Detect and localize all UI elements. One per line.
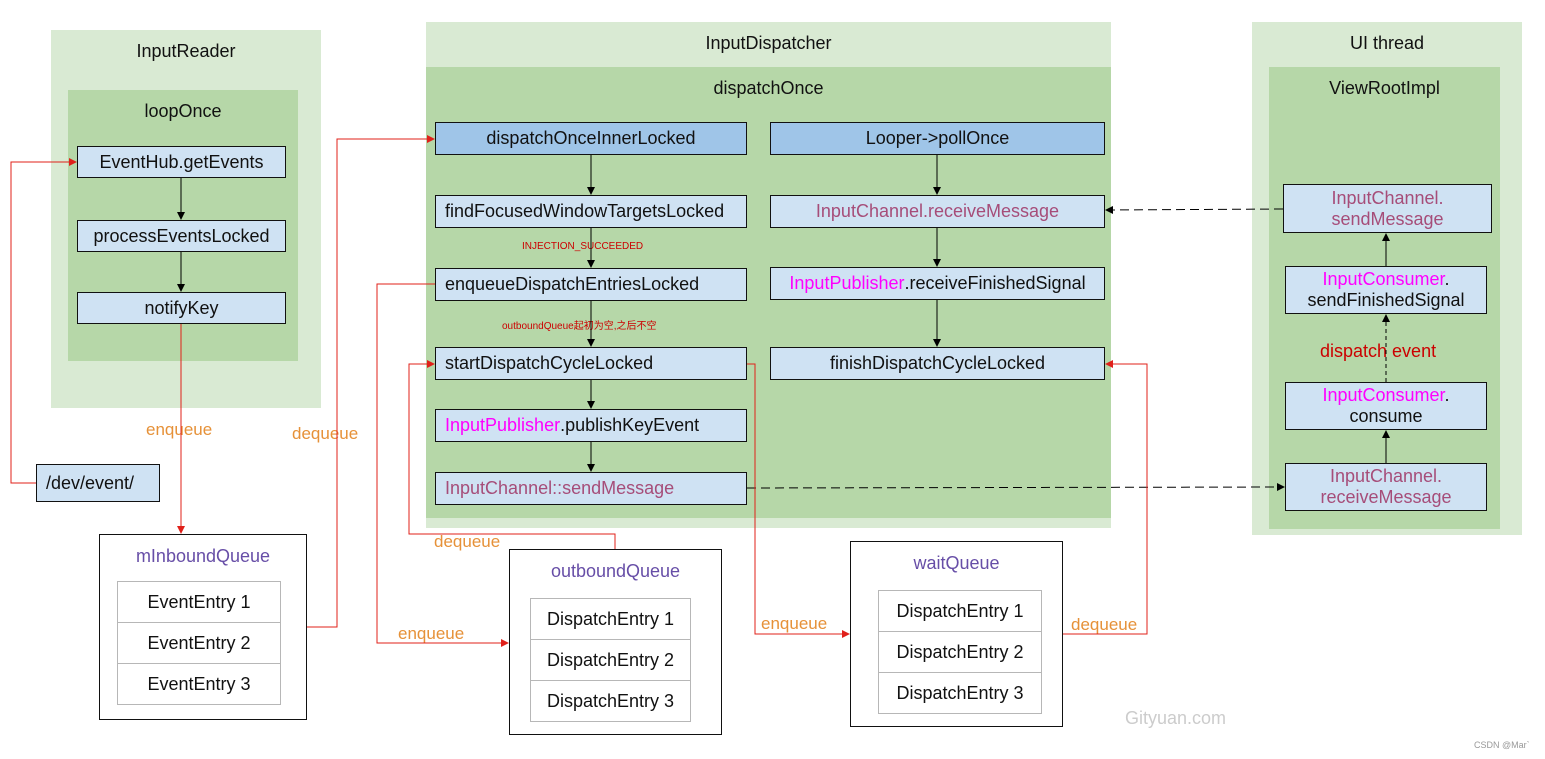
ui-send-message-node: InputChannel. sendMessage xyxy=(1283,184,1492,233)
wait-entry: DispatchEntry 2 xyxy=(878,631,1042,673)
red-inbound-to-dispatch-inner xyxy=(307,135,435,628)
dispatch-event-label: dispatch event xyxy=(1320,341,1437,361)
credit-label: CSDN @Mar` xyxy=(1474,740,1530,750)
channel-receive-prefix: InputChannel xyxy=(815,201,923,221)
dispatch-once-inner-locked-node: dispatchOnceInnerLocked xyxy=(435,122,747,155)
ui-consume-node: InputConsumer. consume xyxy=(1285,382,1487,430)
outbound-entry: DispatchEntry 3 xyxy=(530,680,691,722)
ui-receive-message-line1: InputChannel. xyxy=(1329,466,1443,486)
enqueue-wait-label: enqueue xyxy=(761,614,828,633)
looper-poll-once-node: Looper->pollOnce xyxy=(770,122,1105,155)
outbound-queue-note: outboundQueue起初为空,之后不空 xyxy=(502,321,657,332)
channel-receive-suffix: .receiveMessage xyxy=(923,201,1060,221)
outbound-queue-title: outboundQueue xyxy=(550,561,681,581)
receive-finished-signal-node: InputPublisher.receiveFinishedSignal xyxy=(770,267,1105,300)
wait-entry: DispatchEntry 1 xyxy=(878,590,1042,632)
input-reader-title: InputReader xyxy=(136,41,236,61)
event-hub-get-events-node: EventHub.getEvents xyxy=(77,146,286,178)
wait-queue-title: waitQueue xyxy=(913,553,1000,573)
wait-entry: DispatchEntry 3 xyxy=(878,672,1042,714)
channel-receive-message-node: InputChannel.receiveMessage xyxy=(770,195,1105,228)
ui-send-message-line2: sendMessage xyxy=(1331,208,1444,229)
loop-once-title: loopOnce xyxy=(144,101,222,121)
dequeue-inbound-label: dequeue xyxy=(292,424,359,443)
input-dispatcher-title: InputDispatcher xyxy=(705,33,832,53)
inbound-entry: EventEntry 1 xyxy=(117,581,281,623)
watermark: Gityuan.com xyxy=(1125,708,1227,728)
ui-receive-message-line2: receiveMessage xyxy=(1320,487,1452,507)
injection-succeeded-note: INJECTION_SUCCEEDED xyxy=(522,241,644,252)
channel-send-message-node: InputChannel::sendMessage xyxy=(435,472,747,505)
notify-key-node: notifyKey xyxy=(77,292,286,324)
enqueue-dispatch-entries-node: enqueueDispatchEntriesLocked xyxy=(435,268,747,301)
find-focused-window-targets-node: findFocusedWindowTargetsLocked xyxy=(435,195,747,228)
ui-send-finished-prefix: InputConsumer xyxy=(1322,269,1445,289)
ui-send-finished-node: InputConsumer. sendFinishedSignal xyxy=(1285,266,1487,314)
process-events-locked-node: processEventsLocked xyxy=(77,220,286,252)
ui-send-finished-dot: . xyxy=(1444,269,1450,289)
inbound-entry: EventEntry 3 xyxy=(117,663,281,705)
dequeue-wait-label: dequeue xyxy=(1071,615,1138,634)
dispatch-once-title: dispatchOnce xyxy=(713,78,824,98)
publish-key-event-node: InputPublisher.publishKeyEvent xyxy=(435,409,747,442)
enqueue-outbound-label: enqueue xyxy=(398,624,465,643)
ui-consume-line2: consume xyxy=(1349,406,1423,426)
publish-key-event-prefix: InputPublisher xyxy=(445,415,561,435)
start-dispatch-cycle-node: startDispatchCycleLocked xyxy=(435,347,747,380)
channel-send-message-label: InputChannel::sendMessage xyxy=(445,478,675,498)
dequeue-outbound-label: dequeue xyxy=(434,532,501,551)
ui-thread-title: UI thread xyxy=(1349,33,1425,53)
publish-key-event-suffix: .publishKeyEvent xyxy=(560,415,700,435)
ui-send-message-line1: InputChannel. xyxy=(1331,187,1444,208)
dev-event-node: /dev/event/ xyxy=(36,464,160,502)
outbound-entry: DispatchEntry 1 xyxy=(530,598,691,640)
view-root-impl-title: ViewRootImpl xyxy=(1329,78,1440,98)
outbound-entry: DispatchEntry 2 xyxy=(530,639,691,681)
ui-receive-message-node: InputChannel. receiveMessage xyxy=(1285,463,1487,511)
inbound-entry: EventEntry 2 xyxy=(117,622,281,664)
ui-consume-dot: . xyxy=(1444,385,1450,405)
inbound-queue-title: mInboundQueue xyxy=(135,546,271,566)
receive-finished-suffix: .receiveFinishedSignal xyxy=(904,273,1086,293)
ui-consume-prefix: InputConsumer xyxy=(1322,385,1445,405)
ui-send-finished-line2: sendFinishedSignal xyxy=(1307,290,1465,310)
receive-finished-prefix: InputPublisher xyxy=(789,273,905,293)
enqueue-inbound-label: enqueue xyxy=(146,420,213,439)
finish-dispatch-cycle-node: finishDispatchCycleLocked xyxy=(770,347,1105,380)
